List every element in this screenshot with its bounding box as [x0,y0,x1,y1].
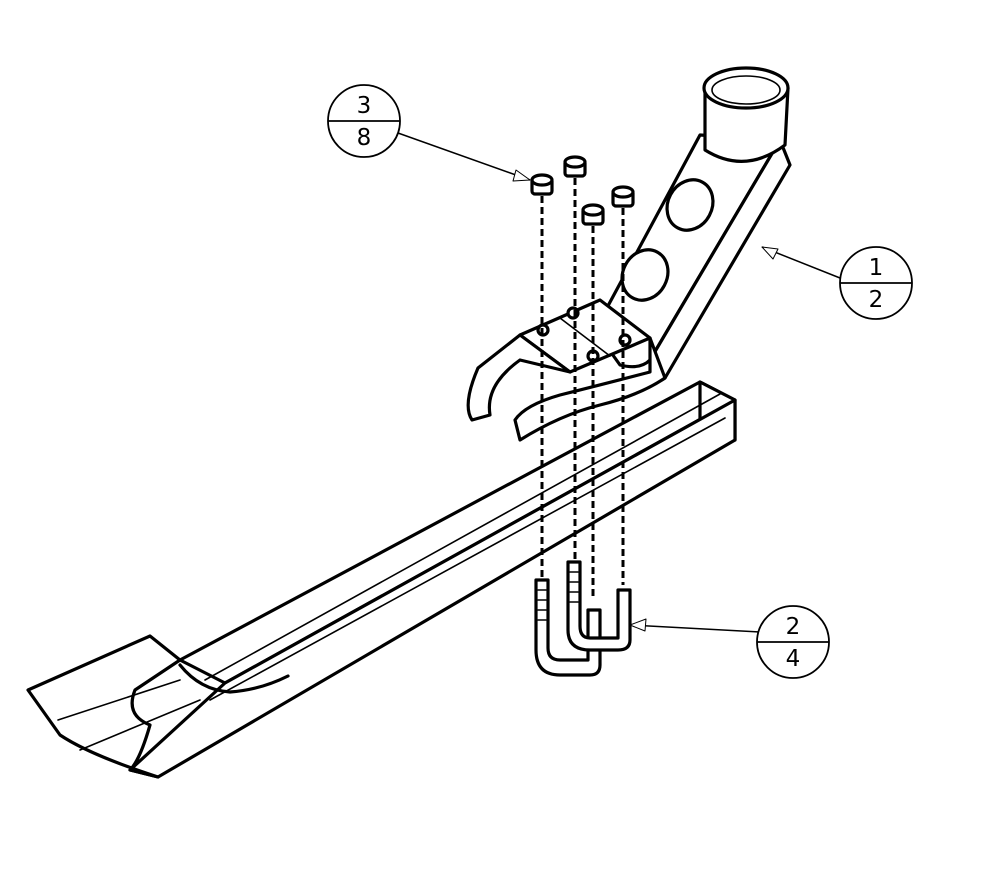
nut [611,185,635,208]
u-bolt [566,560,632,652]
assembly-lines [540,178,625,600]
nuts [530,155,635,226]
callout-quantity: 8 [357,125,372,151]
nut [581,203,605,226]
leader-arrowhead [512,169,531,182]
leader-lines [397,132,841,633]
nut [530,173,554,196]
bracket-part [466,66,792,442]
nut [563,155,587,178]
callout-balloon-2: 2 4 [756,605,830,679]
callout-item-number: 1 [869,255,884,281]
callout-quantity: 4 [786,646,801,672]
callout-balloon-1: 1 2 [839,246,913,320]
frame-tube [26,380,737,779]
callout-item-number: 3 [357,93,372,119]
callout-balloon-3: 3 8 [327,84,401,158]
u-bolts [534,560,632,677]
u-bolt [534,578,602,677]
leader-arrowhead [761,246,779,260]
callout-item-number: 2 [786,614,801,640]
callout-quantity: 2 [869,287,884,313]
leader-arrowhead [629,618,647,632]
